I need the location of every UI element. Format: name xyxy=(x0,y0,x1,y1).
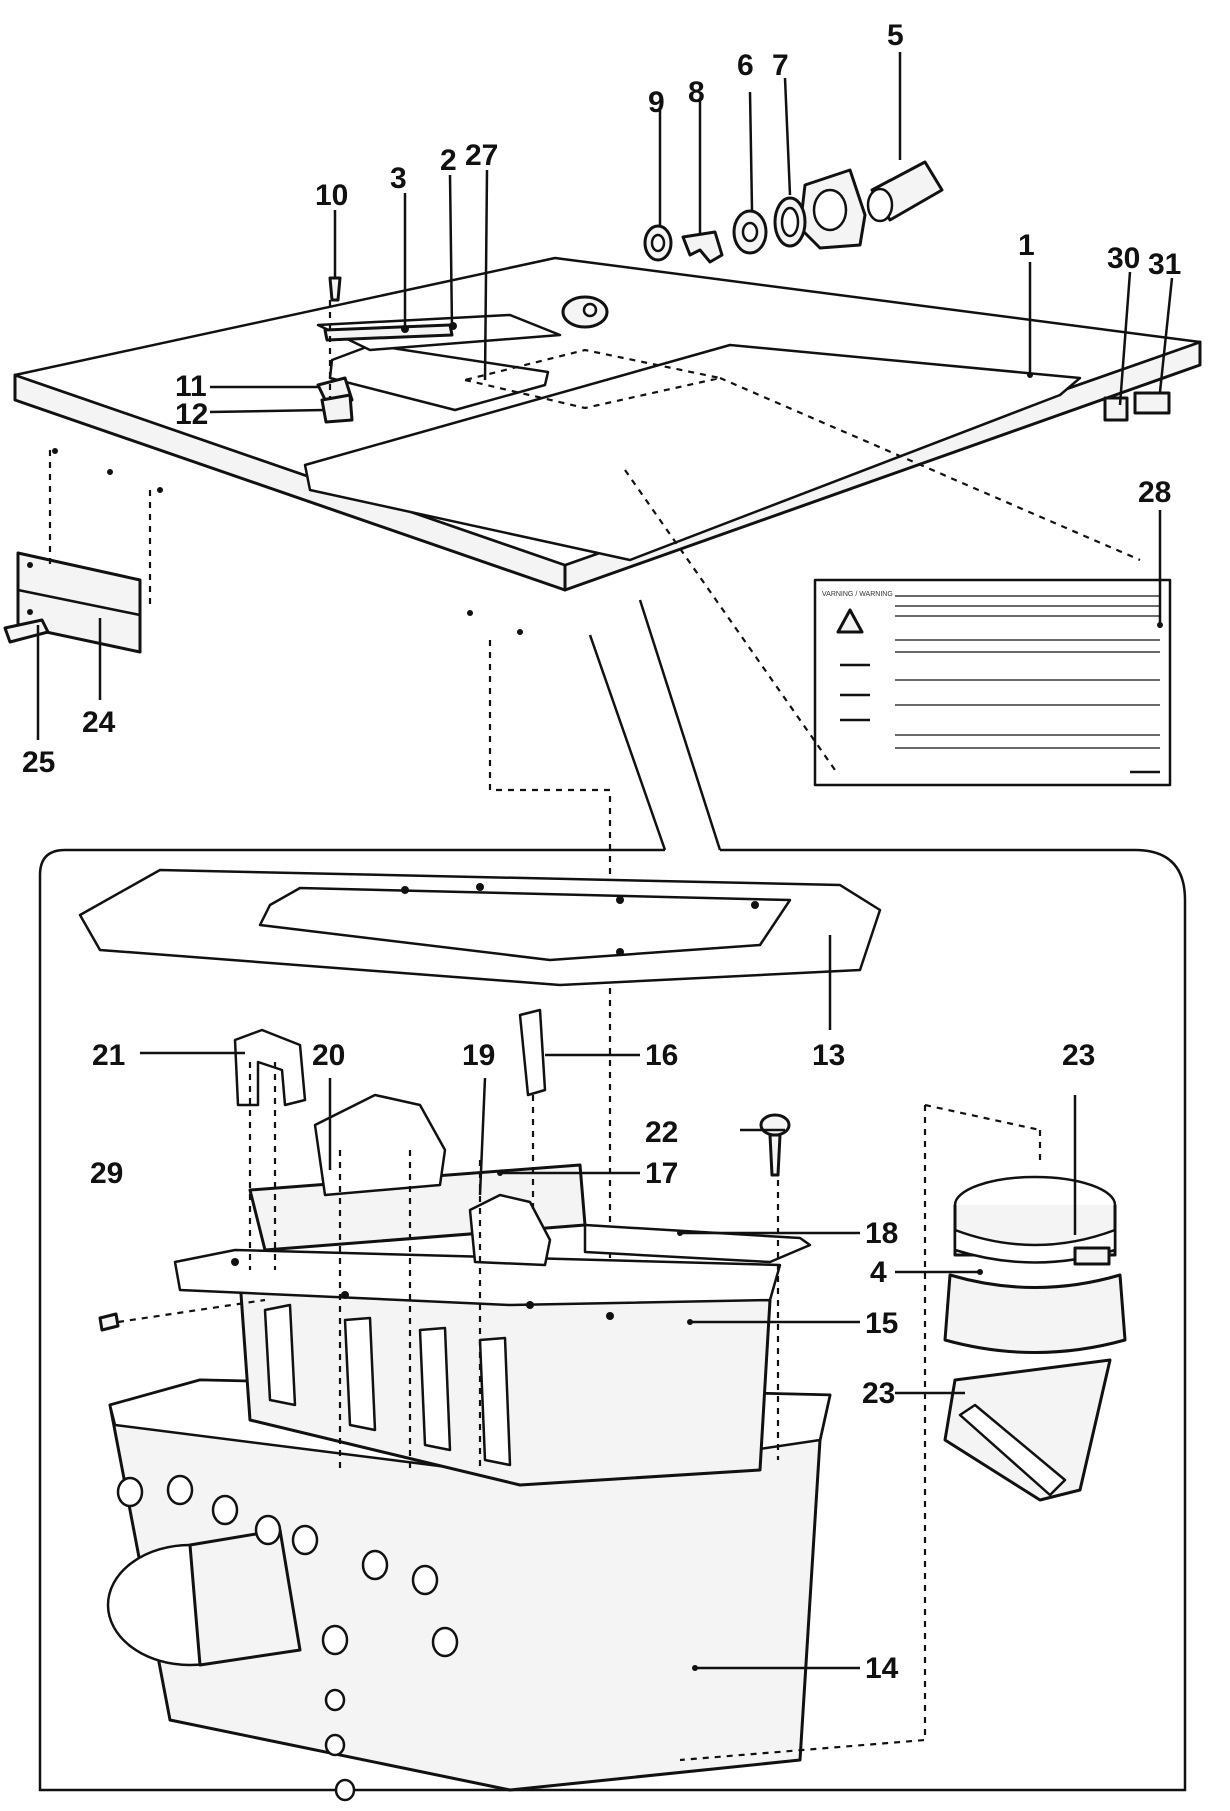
inner-tray xyxy=(173,1248,782,1487)
warning-label-header: VARNING / WARNING xyxy=(822,591,893,598)
pipe-stubs xyxy=(116,1474,459,1802)
callout-9: 9 xyxy=(648,86,665,119)
callout-1: 1 xyxy=(1018,229,1035,262)
callout-17: 17 xyxy=(645,1157,678,1190)
baffle-plate xyxy=(583,1223,812,1264)
callout-6: 6 xyxy=(737,49,754,82)
callout-14: 14 xyxy=(865,1652,899,1685)
callout-15: 15 xyxy=(865,1307,898,1340)
gasket-frame xyxy=(78,868,882,987)
callout-13: 13 xyxy=(812,1039,845,1072)
top-cover xyxy=(13,256,1202,635)
callout-22: 22 xyxy=(645,1116,678,1149)
callout-23-top: 23 xyxy=(1062,1039,1095,1072)
divider-parts xyxy=(233,1008,791,1267)
callout-27: 27 xyxy=(465,139,498,172)
callout-24: 24 xyxy=(82,706,116,739)
callout-16: 16 xyxy=(645,1039,678,1072)
callout-19: 19 xyxy=(462,1039,495,1072)
detail-frame xyxy=(38,848,1187,1792)
callout-31: 31 xyxy=(1148,248,1181,281)
callout-20: 20 xyxy=(312,1039,345,1072)
callout-12: 12 xyxy=(175,398,208,431)
projection-lines-top xyxy=(48,300,1141,1390)
callout-5: 5 xyxy=(887,19,904,52)
callout-2: 2 xyxy=(440,144,457,177)
callout-labels: 5 7 6 8 9 2 27 3 10 1 30 31 11 12 28 25 … xyxy=(22,19,1181,1685)
callout-23-bottom: 23 xyxy=(862,1377,895,1410)
callout-10: 10 xyxy=(315,179,348,212)
callout-7: 7 xyxy=(772,49,789,82)
callout-21: 21 xyxy=(92,1039,125,1072)
projection-lines-bottom xyxy=(117,1062,1042,1762)
callout-11: 11 xyxy=(175,370,207,403)
callout-3: 3 xyxy=(390,162,407,195)
screw-and-lock-parts xyxy=(316,276,354,424)
warning-label: VARNING / WARNING xyxy=(813,578,1172,787)
leader-lines xyxy=(36,52,1174,1671)
callout-28: 28 xyxy=(1138,476,1171,509)
callout-4: 4 xyxy=(870,1256,887,1289)
hinge-strip xyxy=(3,551,142,654)
callout-18: 18 xyxy=(865,1217,898,1250)
callout-30: 30 xyxy=(1107,242,1140,275)
callout-8: 8 xyxy=(688,76,705,109)
lock-assembly xyxy=(643,160,944,264)
drain-fitting xyxy=(943,1175,1127,1502)
hatch-plate xyxy=(316,313,562,352)
callout-29: 29 xyxy=(90,1157,123,1190)
screw-29 xyxy=(98,1312,120,1332)
callout-25: 25 xyxy=(22,746,55,779)
